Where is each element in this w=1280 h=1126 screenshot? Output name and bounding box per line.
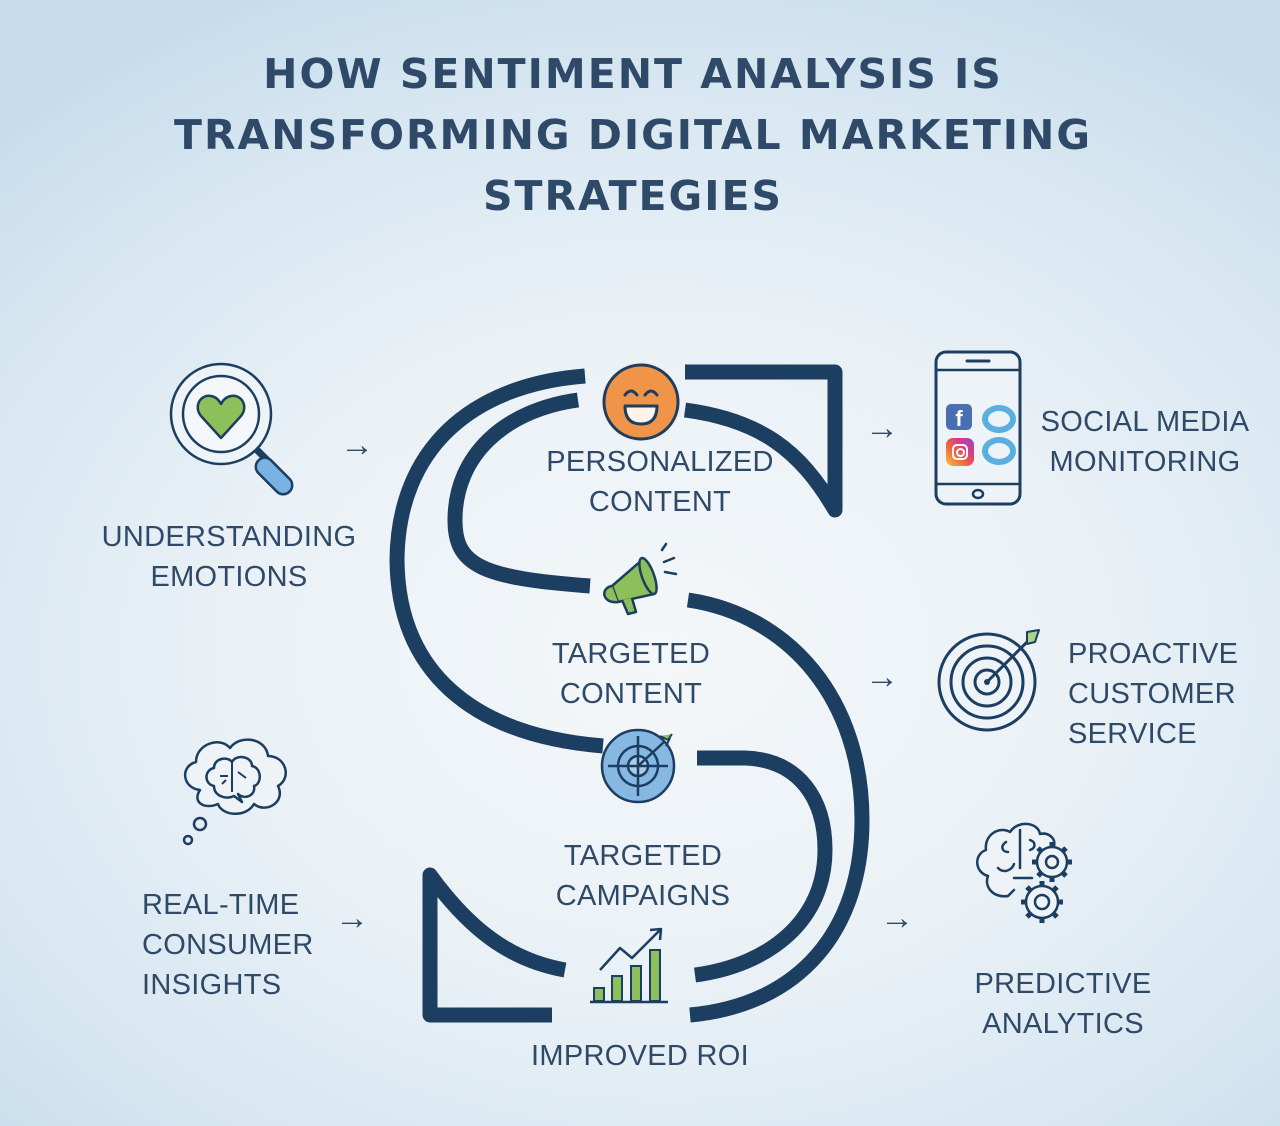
facebook-icon: f — [946, 404, 972, 430]
arrow-understanding-emotions: → — [340, 426, 375, 464]
page-title: HOW SENTIMENT ANALYSIS IS TRANSFORMING D… — [0, 44, 1266, 227]
title-line-3: STRATEGIES — [482, 172, 784, 220]
arrow-proactive-customer-service: → — [865, 658, 900, 696]
smiley-face-icon — [601, 362, 681, 442]
left-label-real-time-consumer-insights: REAL-TIME CONSUMER INSIGHTS — [142, 889, 314, 1001]
social-ring-icon — [982, 405, 1016, 433]
smartphone-social-icon — [934, 350, 1022, 506]
right-label-proactive-customer-service: PROACTIVE CUSTOMER SERVICE — [1068, 638, 1239, 750]
brain-gears-icon — [976, 822, 1072, 923]
title-line-1: HOW SENTIMENT ANALYSIS IS — [263, 50, 1003, 98]
instagram-icon — [946, 438, 974, 466]
right-label-predictive-analytics: PREDICTIVE ANALYTICS — [974, 968, 1152, 1040]
magnifier-heart-icon — [169, 362, 294, 496]
growth-chart-icon — [590, 927, 668, 1004]
step-label-improved-roi: IMPROVED ROI — [531, 1040, 749, 1072]
right-label-social-media-monitoring: SOCIAL MEDIA MONITORING — [1040, 406, 1250, 478]
step-label-personalized-content: PERSONALIZED CONTENT — [546, 446, 774, 518]
dartboard-icon — [937, 629, 1040, 732]
thought-brain-icon — [182, 738, 287, 846]
step-label-targeted-content: TARGETED CONTENT — [551, 638, 711, 710]
social-ring-icon — [982, 437, 1016, 465]
left-label-understanding-emotions: UNDERSTANDING EMOTIONS — [101, 521, 357, 593]
arrow-predictive-analytics: → — [880, 899, 915, 937]
arrow-real-time-insights: → — [335, 899, 370, 937]
title-line-2: TRANSFORMING DIGITAL MARKETING — [173, 111, 1093, 159]
step-label-targeted-campaigns: TARGETED CAMPAIGNS — [555, 840, 731, 912]
arrow-social-media-monitoring: → — [865, 409, 900, 447]
crosshair-target-icon — [600, 728, 676, 804]
megaphone-icon — [603, 542, 678, 616]
